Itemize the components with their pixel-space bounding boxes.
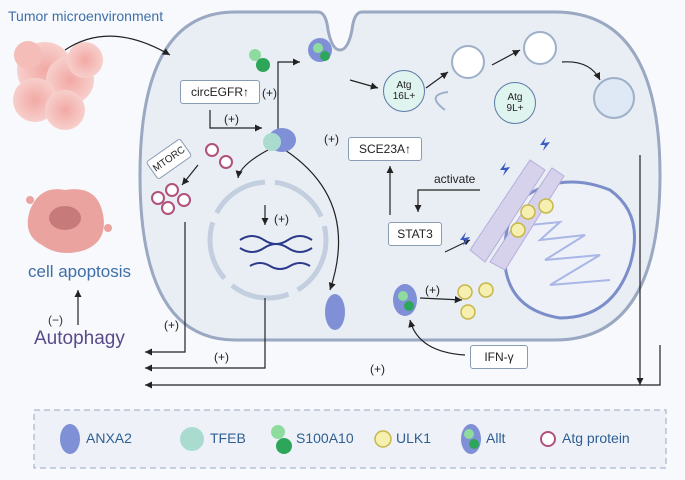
arrow-to-autolysosome [561, 61, 601, 81]
apoptotic-cell-icon [26, 189, 112, 254]
arrow-circ-to-anxa2 [209, 110, 262, 132]
inhibit-label: (−) [48, 313, 63, 327]
lightning-icon [460, 137, 550, 246]
stat3-box: STAT3 [388, 222, 442, 246]
legend-anxa2-label: ANXA2 [86, 430, 132, 446]
s100a10-icon [249, 49, 261, 61]
arrow-ifn-to-allt [408, 319, 466, 356]
arrow-phagophore-to-atg9 [491, 49, 521, 66]
legend-ulk1-icon [374, 430, 392, 448]
plus-label: (+) [324, 132, 339, 146]
plus-label: (+) [274, 212, 289, 226]
arrow-tumor-to-cell [64, 35, 171, 56]
arrow-nucleus-to-autophagy [145, 298, 266, 372]
arrow-up-to-endosome [277, 58, 300, 130]
dna-icon [239, 235, 313, 270]
arrow-allt-to-ulk1 [419, 296, 463, 304]
legend-atg-icon [540, 431, 556, 447]
legend-ulk1-label: ULK1 [396, 430, 432, 446]
arrow-endosome-to-atg16 [349, 79, 379, 90]
legend-s100a10-icon [271, 425, 285, 439]
legend-s100a10-label: S100A10 [296, 430, 354, 446]
legend-panel [33, 409, 667, 469]
legend-allt-label: Allt [486, 430, 506, 446]
tfeb-icon [263, 133, 281, 151]
activate-label: activate [434, 172, 476, 186]
anxa2-icon-2 [325, 294, 345, 330]
plus-label: (+) [164, 318, 179, 332]
autophagy-label: Autophagy [34, 328, 125, 349]
page-title: Tumor microenvironment [8, 8, 164, 24]
arrow-mtorc-to-atg [181, 164, 199, 186]
legend-atg-protein-label: Atg protein [562, 430, 630, 446]
ifn-gamma-box: IFN-γ [470, 345, 528, 369]
arrow-activate-to-stat3 [414, 189, 480, 212]
plus-label: (+) [262, 86, 277, 100]
nucleus [207, 179, 329, 301]
arrow-atg16-to-phagophore [425, 71, 449, 89]
legend-anxa2-icon [60, 424, 80, 454]
cell-apoptosis-label: cell apoptosis [28, 262, 132, 281]
ulk1-cluster-icon [457, 198, 554, 320]
atg-protein-cluster-icon [151, 143, 233, 215]
plus-label: (+) [370, 362, 385, 376]
plus-label: (+) [224, 112, 239, 126]
sce23a-box: SCE23A↑ [348, 137, 422, 161]
arrow-anxa2-to-nucleus [235, 149, 269, 179]
atg9l-node: Atg 9L+ [494, 82, 536, 124]
plus-label: (+) [214, 350, 229, 364]
atg16l-node: Atg 16L+ [383, 70, 425, 112]
plus-label: (+) [425, 283, 440, 297]
legend-tfeb-icon [180, 427, 204, 451]
arrow-atgp-to-autophagy [145, 222, 186, 356]
legend-allt-icon [461, 424, 481, 454]
legend-tfeb-label: TFEB [210, 430, 246, 446]
circ-egfr-box: circEGFR↑ [180, 80, 260, 104]
tumor-cluster-icon [13, 41, 103, 130]
arrow-anxa2-to-nucleus-end [284, 149, 340, 291]
arrow-cell-to-autophagy [145, 345, 661, 389]
